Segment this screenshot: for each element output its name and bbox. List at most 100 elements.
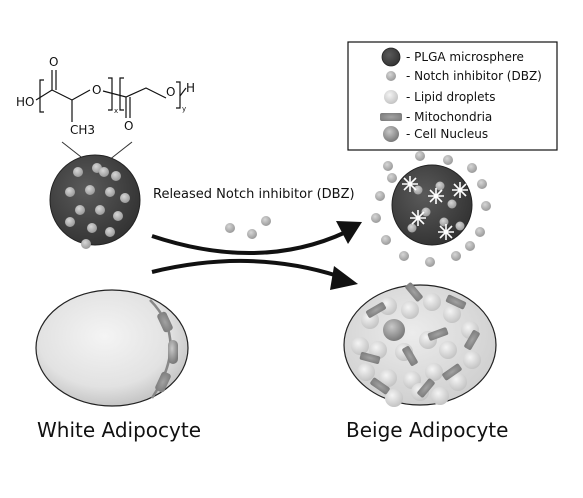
arrow-top-head bbox=[336, 221, 362, 244]
release-burst-mark bbox=[402, 176, 418, 192]
legend-label-plga: - PLGA microsphere bbox=[406, 50, 524, 64]
released-dbz-dot bbox=[475, 227, 485, 237]
beige-lipid-droplet bbox=[379, 297, 397, 315]
released-dbz-dot bbox=[387, 173, 397, 183]
released-dbz-dot bbox=[477, 179, 487, 189]
beige-lipid-droplet bbox=[357, 363, 375, 381]
subscript-x: x bbox=[114, 107, 118, 115]
bracket-right-y bbox=[176, 81, 181, 109]
legend-label-dbz: - Notch inhibitor (DBZ) bbox=[406, 69, 542, 83]
released-dbz-dot bbox=[443, 155, 453, 165]
encapsulated-dbz-dot bbox=[65, 217, 75, 227]
beige-mitochondrion bbox=[445, 294, 467, 310]
encapsulated-dbz-dot bbox=[113, 211, 123, 221]
released-dbz-dot bbox=[467, 163, 477, 173]
beige-lipid-droplet bbox=[361, 311, 379, 329]
encapsulated-dbz-dot bbox=[413, 185, 423, 195]
white-mitochondrion bbox=[157, 311, 173, 333]
legend-label-lipid: - Lipid droplets bbox=[406, 90, 495, 104]
arrow-bottom-head bbox=[330, 266, 358, 290]
encapsulated-dbz-dot bbox=[447, 199, 457, 209]
beige-adipocyte-label: Beige Adipocyte bbox=[346, 418, 508, 442]
encapsulated-dbz-dot bbox=[73, 167, 83, 177]
encapsulated-dbz-dot bbox=[105, 187, 115, 197]
releasing-microsphere-body bbox=[391, 164, 473, 246]
beige-lipid-droplet bbox=[385, 389, 403, 407]
encapsulated-dbz-dot bbox=[87, 223, 97, 233]
encapsulated-dbz-dot bbox=[99, 167, 109, 177]
arrow-bottom bbox=[151, 258, 358, 290]
encapsulated-dbz-dot bbox=[105, 227, 115, 237]
beige-adipocyte bbox=[343, 282, 497, 407]
released-dbz-dot bbox=[371, 213, 381, 223]
free-dbz-dot bbox=[261, 216, 271, 226]
beige-mitochondrion bbox=[427, 327, 449, 341]
subscript-y: y bbox=[182, 105, 186, 113]
plga-microsphere-releasing bbox=[371, 151, 491, 267]
beige-mitochondrion bbox=[366, 302, 386, 318]
free-dbz-dots bbox=[225, 216, 271, 239]
carbonyl-o-label-1: O bbox=[49, 55, 58, 69]
released-dbz-dot bbox=[465, 241, 475, 251]
beige-lipid-droplet bbox=[449, 373, 467, 391]
beige-lipid-droplet bbox=[425, 363, 443, 381]
encapsulated-dbz-dot bbox=[439, 217, 449, 227]
release-burst-marks bbox=[402, 176, 468, 240]
carbonyl-o-label-2: O bbox=[124, 119, 133, 133]
encapsulated-dbz-dot bbox=[85, 185, 95, 195]
encapsulated-dbz-dot bbox=[407, 223, 417, 233]
beige-mitochondria bbox=[359, 282, 480, 398]
beige-mitochondrion bbox=[442, 363, 462, 381]
free-dbz-dot bbox=[247, 229, 257, 239]
released-dbz-dot bbox=[425, 257, 435, 267]
notch-inhibitor-icon bbox=[386, 71, 396, 81]
lipid-droplet-icon bbox=[384, 90, 398, 104]
free-dbz-dot bbox=[225, 223, 235, 233]
white-adipocyte-label: White Adipocyte bbox=[37, 418, 201, 442]
released-dbz-dot bbox=[451, 251, 461, 261]
legend: - PLGA microsphere - Notch inhibitor (DB… bbox=[347, 41, 558, 151]
terminal-bond bbox=[179, 87, 187, 97]
white-mitochondrion bbox=[155, 371, 171, 393]
beige-mitochondrion bbox=[464, 330, 480, 350]
cell-nucleus-icon bbox=[383, 126, 399, 142]
beige-lipid-droplet bbox=[379, 369, 397, 387]
released-dbz-dot bbox=[381, 235, 391, 245]
backbone-bonds-2 bbox=[102, 87, 167, 99]
ether-o-label-1: O bbox=[92, 83, 101, 97]
arrow-top bbox=[151, 221, 362, 256]
released-dbz-dot bbox=[399, 251, 409, 261]
plga-chemical-structure: HO O CH3 O x O O y H bbox=[16, 55, 195, 137]
bracket-left-y bbox=[119, 77, 124, 111]
release-burst-mark bbox=[452, 182, 468, 198]
h-label: H bbox=[186, 81, 195, 95]
released-dbz-dot bbox=[383, 161, 393, 171]
white-adipocyte-body bbox=[35, 289, 189, 407]
beige-lipid-droplet bbox=[369, 341, 387, 359]
arrow-bottom-shaft bbox=[151, 258, 339, 278]
encapsulated-dbz-dot bbox=[81, 239, 91, 249]
beige-mitochondrion bbox=[359, 351, 381, 365]
beige-lipid-droplet bbox=[431, 387, 449, 405]
legend-label-mito: - Mitochondria bbox=[406, 110, 492, 124]
encapsulated-dbz-dot bbox=[111, 171, 121, 181]
encapsulated-dbz-dot bbox=[65, 187, 75, 197]
arrow-top-shaft bbox=[151, 230, 347, 256]
white-cell-nucleus bbox=[168, 340, 178, 364]
beige-mitochondrion bbox=[370, 377, 390, 395]
microsphere-dbz-dots bbox=[65, 163, 130, 249]
encapsulated-dbz-dot bbox=[435, 181, 445, 191]
beige-lipid-droplet bbox=[351, 337, 369, 355]
release-burst-mark bbox=[428, 188, 444, 204]
beige-lipid-droplet bbox=[443, 305, 461, 323]
encapsulated-dbz-dot bbox=[421, 207, 431, 217]
ch3-label: CH3 bbox=[70, 123, 95, 137]
backbone-bonds-1 bbox=[35, 89, 91, 101]
plga-microsphere-icon bbox=[381, 47, 401, 67]
released-dbz-dot bbox=[375, 191, 385, 201]
bracket-left-x bbox=[39, 79, 44, 113]
released-dbz-dot bbox=[415, 151, 425, 161]
beige-lipid-droplet bbox=[423, 293, 441, 311]
beige-cell-nucleus bbox=[383, 319, 405, 341]
